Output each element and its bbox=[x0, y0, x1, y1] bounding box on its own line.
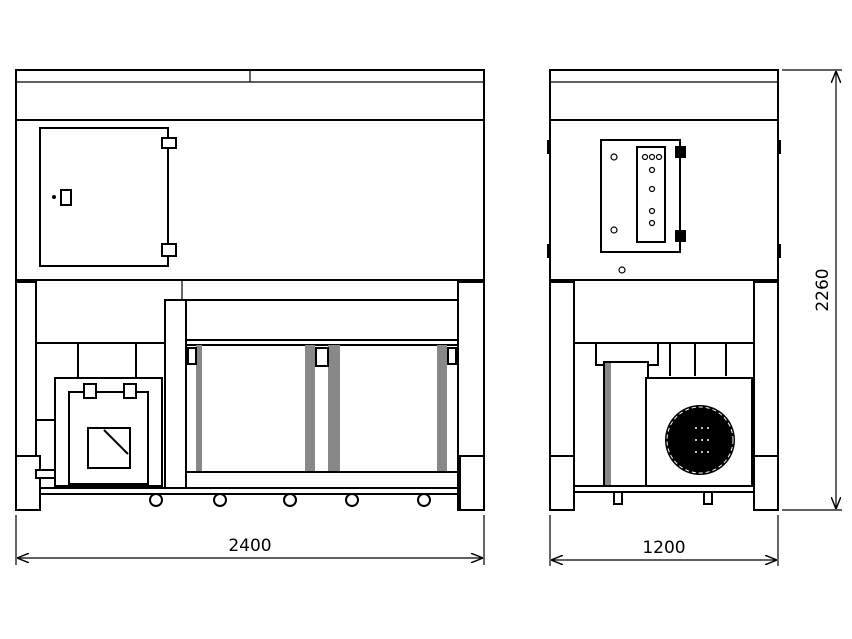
caster-icon bbox=[149, 493, 163, 507]
port-icon bbox=[83, 383, 97, 399]
indicator-light-icon bbox=[655, 153, 663, 161]
button-icon bbox=[648, 166, 656, 174]
hopper bbox=[569, 279, 761, 344]
control-panel bbox=[600, 139, 686, 253]
lock-icon bbox=[60, 189, 72, 206]
caster-icon bbox=[345, 493, 359, 507]
dimension-width-front: 2400 bbox=[15, 515, 485, 565]
hinge-icon bbox=[675, 230, 686, 242]
front-view: 2400 bbox=[15, 69, 485, 565]
center-post bbox=[164, 299, 187, 493]
front-lower-frame bbox=[15, 281, 485, 511]
caster-icon bbox=[213, 493, 227, 507]
fan-grille-icon bbox=[665, 405, 735, 475]
base-rail bbox=[39, 487, 459, 495]
dust-bins bbox=[181, 280, 459, 491]
left-foot-plate bbox=[15, 455, 41, 511]
hinge-icon bbox=[161, 137, 177, 149]
dimension-label-2400: 2400 bbox=[228, 536, 271, 556]
hinge-icon bbox=[675, 146, 686, 158]
indicator-light-icon bbox=[641, 153, 649, 161]
side-view: 1200 2260 bbox=[547, 69, 842, 566]
hinge-icon bbox=[161, 243, 177, 257]
duct bbox=[595, 342, 659, 489]
button-icon bbox=[648, 207, 656, 215]
fan-unit bbox=[54, 377, 163, 487]
button-icon bbox=[648, 219, 656, 227]
clamp-icon bbox=[315, 347, 329, 367]
port-icon bbox=[123, 383, 137, 399]
dimension-label-1200: 1200 bbox=[642, 538, 685, 558]
indicator-light-icon bbox=[648, 153, 656, 161]
side-lower-frame bbox=[549, 279, 779, 511]
base-rail bbox=[573, 485, 755, 493]
front-upper-housing bbox=[15, 69, 485, 281]
dimension-label-2260: 2260 bbox=[813, 268, 833, 311]
caster-icon bbox=[283, 493, 297, 507]
electrical-cabinet-door bbox=[39, 127, 177, 267]
button-icon bbox=[648, 185, 656, 193]
right-foot-plate bbox=[459, 455, 485, 511]
dimension-width-side: 1200 bbox=[549, 515, 779, 566]
caster-icon bbox=[417, 493, 431, 507]
dimension-height-side: 2260 bbox=[782, 69, 842, 511]
casters bbox=[149, 493, 431, 507]
foot-icon bbox=[703, 491, 713, 505]
fan-motor bbox=[645, 377, 753, 489]
foot-icon bbox=[613, 491, 623, 505]
